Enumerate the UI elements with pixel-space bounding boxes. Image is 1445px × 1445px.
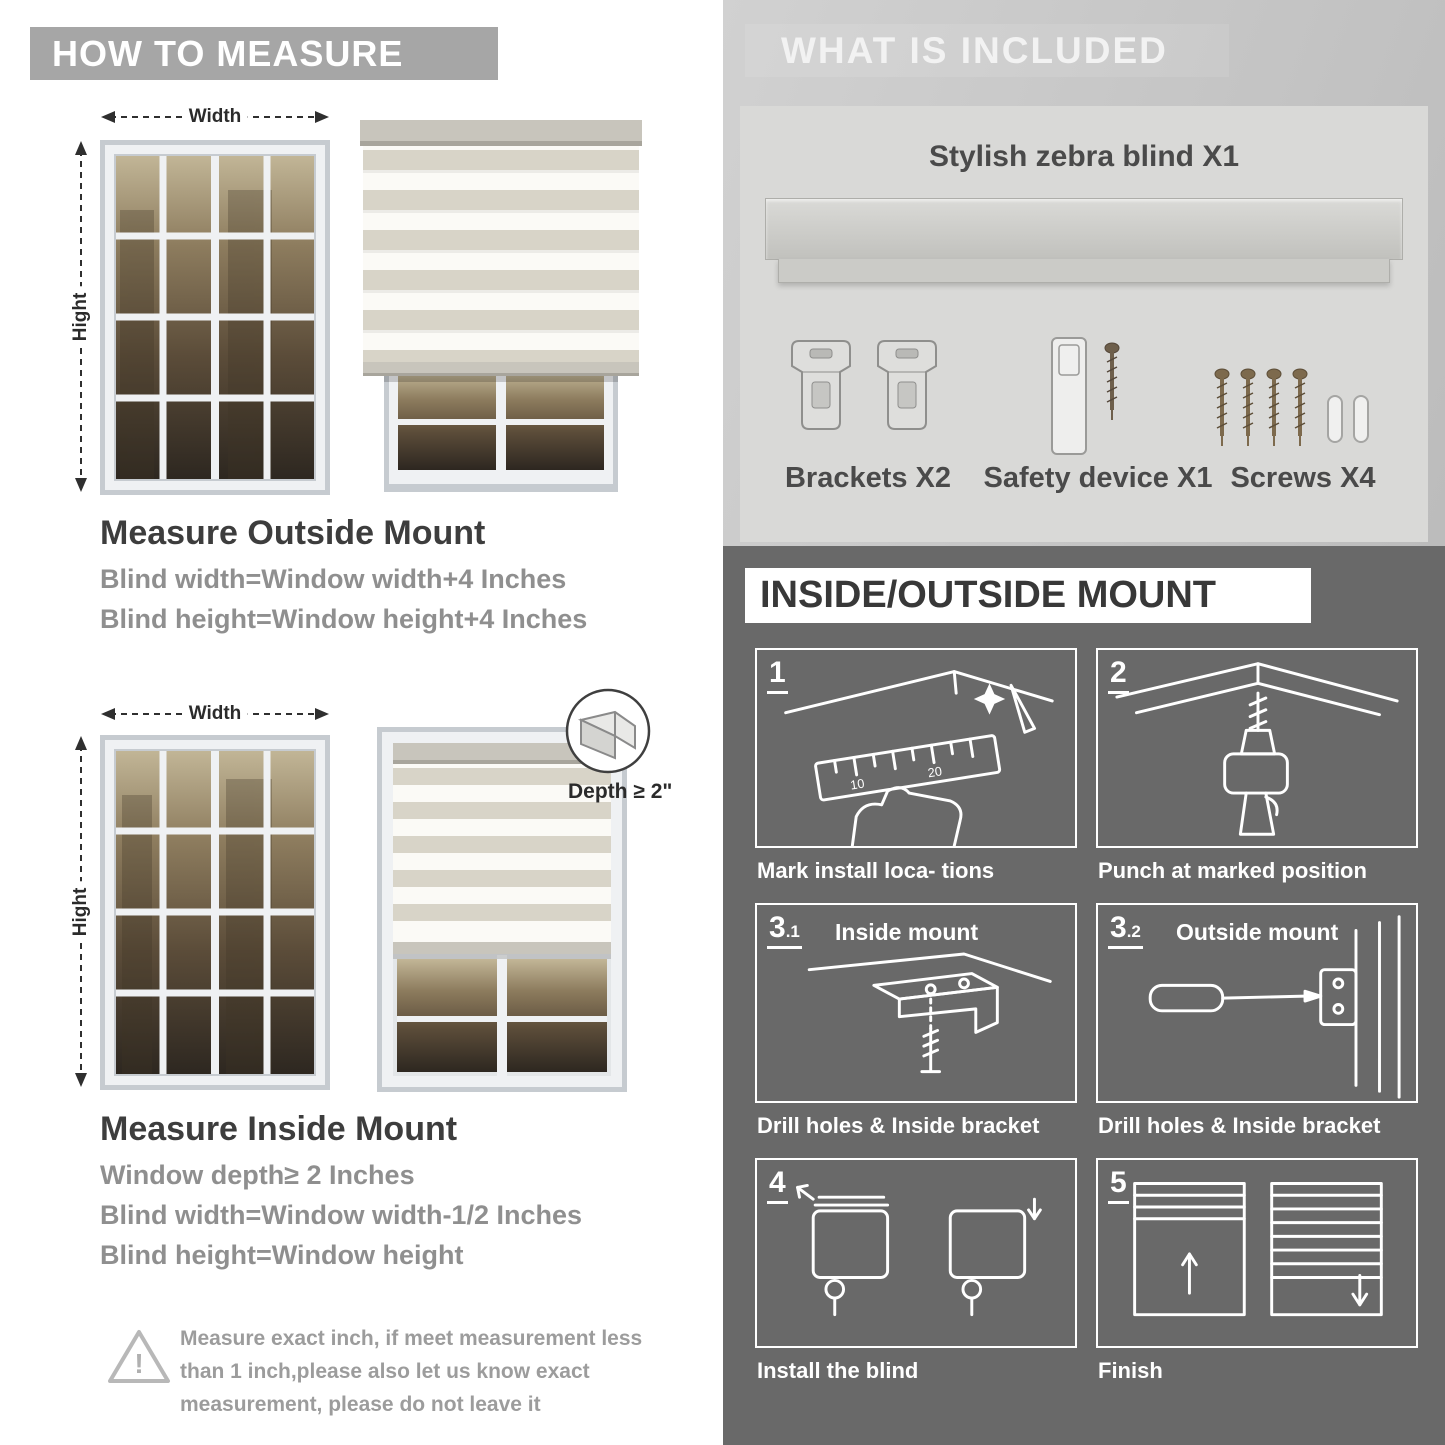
brackets-label: Brackets X2	[784, 462, 952, 494]
inside-height-arrow: Hight	[68, 735, 94, 1088]
what-is-included-banner: WHAT IS INCLUDED	[745, 24, 1229, 77]
step-cell-2: 2	[1096, 648, 1418, 848]
step-number: 4	[767, 1166, 788, 1204]
inside-formula-height: Blind height=Window height	[100, 1240, 464, 1270]
outside-formula-height: Blind height=Window height+4 Inches	[100, 604, 588, 634]
zebra-blind-headrail	[765, 198, 1403, 260]
finish-illustration	[1133, 1182, 1383, 1317]
step-number: 3.2	[1108, 911, 1143, 949]
step-cell-3-1: 3.1 Inside mount	[755, 903, 1077, 1103]
svg-text:!: !	[134, 1348, 143, 1379]
note-line-1: Measure exact inch, if meet measurement …	[180, 1327, 643, 1350]
inside-mount-label: Inside mount	[835, 919, 979, 945]
width-label: Width	[182, 106, 248, 128]
inside-mount-title: Measure Inside Mount	[100, 1110, 458, 1148]
step-caption-5: Finish	[1098, 1358, 1163, 1383]
inside-formula-width: Blind width=Window width-1/2 Inches	[100, 1200, 583, 1230]
step-cell-1: 10 20 1	[755, 648, 1077, 848]
step-caption-1: Mark install loca- tions	[757, 858, 995, 883]
what-is-included-title: WHAT IS INCLUDED	[781, 30, 1168, 71]
outside-bracket-illustration	[1148, 915, 1401, 1099]
blind-name-label: Stylish zebra blind X1	[928, 140, 1240, 173]
screws-label: Screws X4	[1230, 462, 1376, 494]
width-label: Width	[182, 703, 248, 725]
included-panel: Stylish zebra blind X1	[740, 106, 1428, 542]
how-to-measure-banner: HOW TO MEASURE	[30, 27, 498, 80]
zebra-blind-headrail-lip	[778, 259, 1390, 283]
outside-formula-width: Blind width=Window width+4 Inches	[100, 564, 567, 594]
svg-text:10: 10	[849, 776, 865, 793]
mount-title: INSIDE/OUTSIDE MOUNT	[760, 574, 1217, 616]
step-number: 1	[767, 656, 788, 694]
drill-illustration	[1115, 662, 1399, 836]
outside-blind-illustration	[360, 120, 642, 492]
step-cell-3-2: 3.2 Outside mount	[1096, 903, 1418, 1103]
outside-window-illustration	[100, 140, 330, 495]
height-label: Hight	[70, 286, 92, 347]
step-number: 3.1	[767, 911, 802, 949]
outside-height-arrow: Hight	[68, 140, 94, 493]
step-caption-3-2: Drill holes & Inside bracket	[1098, 1113, 1381, 1138]
step-cell-5: 5	[1096, 1158, 1418, 1348]
inside-blind-illustration	[377, 727, 627, 1092]
svg-text:20: 20	[927, 763, 943, 780]
mark-locations-illustration: 10 20	[784, 670, 1054, 846]
brackets-icon	[791, 340, 937, 430]
step-caption-4: Install the blind	[757, 1358, 919, 1383]
note-line-2: than 1 inch,please also let us know exac…	[180, 1360, 590, 1383]
install-blind-illustration	[796, 1183, 1042, 1317]
how-to-measure-title: HOW TO MEASURE	[52, 33, 404, 74]
screws-icon	[1214, 368, 1369, 446]
step-number: 2	[1108, 656, 1129, 694]
safety-device-label: Safety device X1	[983, 462, 1213, 494]
step-number: 5	[1108, 1166, 1129, 1204]
inside-formula-depth: Window depth≥ 2 Inches	[100, 1160, 415, 1190]
safety-device-icon	[1051, 337, 1120, 455]
warning-icon: !	[108, 1330, 170, 1383]
mount-instructions-section: INSIDE/OUTSIDE MOUNT	[723, 546, 1445, 1445]
measure-note: Measure exact inch, if meet measurement …	[180, 1322, 642, 1421]
mount-banner: INSIDE/OUTSIDE MOUNT	[745, 568, 1311, 623]
inside-window-illustration	[100, 735, 330, 1090]
depth-callout-icon	[565, 688, 651, 774]
inside-width-arrow: Width	[100, 701, 330, 727]
depth-label: Depth ≥ 2"	[568, 780, 673, 803]
outside-mount-title: Measure Outside Mount	[100, 514, 486, 552]
step-cell-4: 4	[755, 1158, 1077, 1348]
what-is-included-section: WHAT IS INCLUDED Stylish zebra blind X1	[723, 0, 1445, 546]
note-line-3: measurement, please do not leave it	[180, 1393, 541, 1416]
how-to-measure-section: HOW TO MEASURE Width Hight	[30, 27, 673, 1421]
step-caption-2: Punch at marked position	[1098, 858, 1367, 883]
step-caption-3-1: Drill holes & Inside bracket	[757, 1113, 1040, 1138]
outside-width-arrow: Width	[100, 104, 330, 130]
height-label: Hight	[70, 881, 92, 942]
inside-bracket-illustration	[807, 952, 1052, 1074]
outside-mount-label: Outside mount	[1176, 919, 1339, 945]
